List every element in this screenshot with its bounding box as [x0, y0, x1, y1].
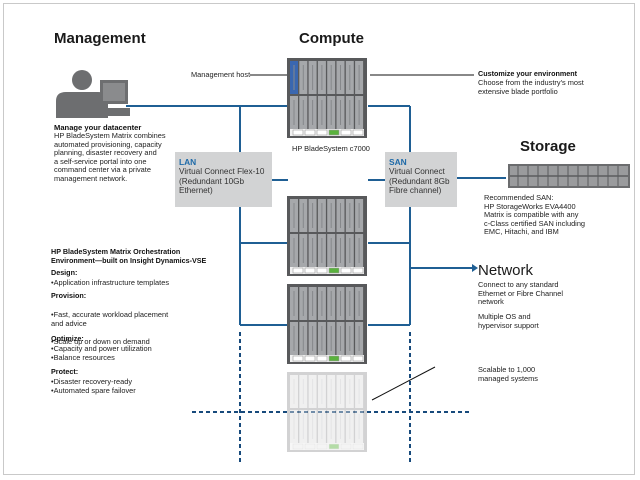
protect-item: Automated spare failover [51, 386, 136, 395]
storage-array-icon [508, 164, 630, 188]
blade-chassis-icon-2 [287, 196, 367, 276]
blade-chassis-icon-4 [287, 372, 367, 452]
san-body: Virtual Connect (Redundant 8Gb Fibre cha… [389, 167, 450, 196]
customize-title: Customize your environment [478, 69, 578, 78]
protect-heading: Protect: [51, 367, 79, 376]
management-heading: Management [54, 30, 146, 47]
scalable-label: Scalable to 1,000 managed systems [478, 365, 538, 383]
provision-heading: Provision: [51, 291, 87, 300]
scalable-callout [371, 366, 436, 401]
network-arrow-head [472, 264, 478, 272]
blade-chassis-icon-1 [287, 58, 367, 138]
san-box: SAN Virtual Connect (Redundant 8Gb Fibre… [385, 152, 457, 207]
lan-title: LAN [179, 157, 197, 167]
blade-chassis-icon-3 [287, 284, 367, 364]
management-body: HP BladeSystem Matrix combines automated… [54, 131, 166, 183]
storage-body: Recommended SAN: HP StorageWorks EVA4400… [484, 193, 586, 237]
design-item: Application infrastructure templates [51, 278, 169, 287]
diagram-frame [3, 3, 635, 475]
lan-body: Virtual Connect Flex-10 (Redundant 10Gb … [179, 167, 265, 196]
network-heading: Network [478, 262, 534, 279]
optimize-heading: Optimize: [51, 334, 84, 343]
design-list: Application infrastructure templates [51, 278, 169, 287]
san-title: SAN [389, 157, 407, 167]
provision-list: Fast, accurate workload placement and ad… [51, 301, 168, 355]
provision-item: Fast, accurate workload placement and ad… [51, 310, 168, 328]
management-host-label: Management host [191, 70, 251, 79]
network-os-body: Multiple OS and hypervisor support [478, 312, 539, 330]
protect-list: Disaster recovery-ready Automated spare … [51, 377, 136, 395]
optimize-list: Capacity and power utilization Balance r… [51, 344, 152, 362]
optimize-item: Balance resources [51, 353, 152, 362]
design-heading: Design: [51, 268, 78, 277]
monitor-icon [96, 80, 130, 116]
person-icon [56, 70, 108, 118]
customize-body: Choose from the industry's most extensiv… [478, 78, 584, 96]
orchestration-title: HP BladeSystem Matrix Orchestration Envi… [51, 247, 207, 265]
protect-item: Disaster recovery-ready [51, 377, 136, 386]
management-title: Manage your datacenter [54, 123, 142, 132]
optimize-item: Capacity and power utilization [51, 344, 152, 353]
compute-heading: Compute [299, 30, 364, 47]
chassis-caption: HP BladeSystem c7000 [292, 144, 370, 153]
lan-box: LAN Virtual Connect Flex-10 (Redundant 1… [175, 152, 272, 207]
network-body: Connect to any standard Ethernet or Fibr… [478, 280, 564, 307]
provision-item: Scale up or down on demand [51, 337, 168, 346]
storage-heading: Storage [520, 138, 576, 155]
